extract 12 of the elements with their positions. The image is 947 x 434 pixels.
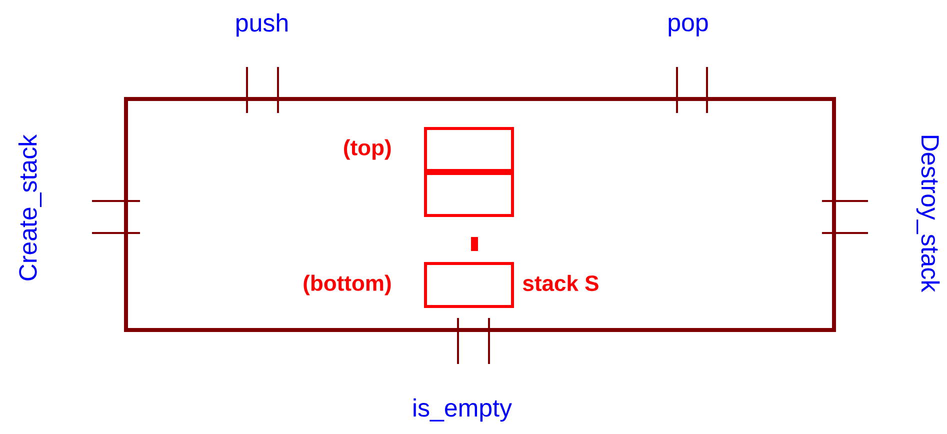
stack-cell	[424, 262, 514, 308]
operation-label: pop	[668, 18, 708, 36]
module-box	[124, 97, 836, 332]
operation-label: push	[236, 13, 288, 37]
stack-cell	[424, 127, 514, 172]
cell-label: (bottom)	[304, 274, 391, 296]
stack-label: stack S	[522, 274, 598, 292]
operation-label: is_empty	[414, 398, 512, 422]
stack-cell	[424, 172, 514, 217]
cell-label: (top)	[344, 139, 391, 160]
operation-label: Destroy_stack	[916, 136, 940, 292]
operation-label: Create_stack	[18, 134, 42, 280]
